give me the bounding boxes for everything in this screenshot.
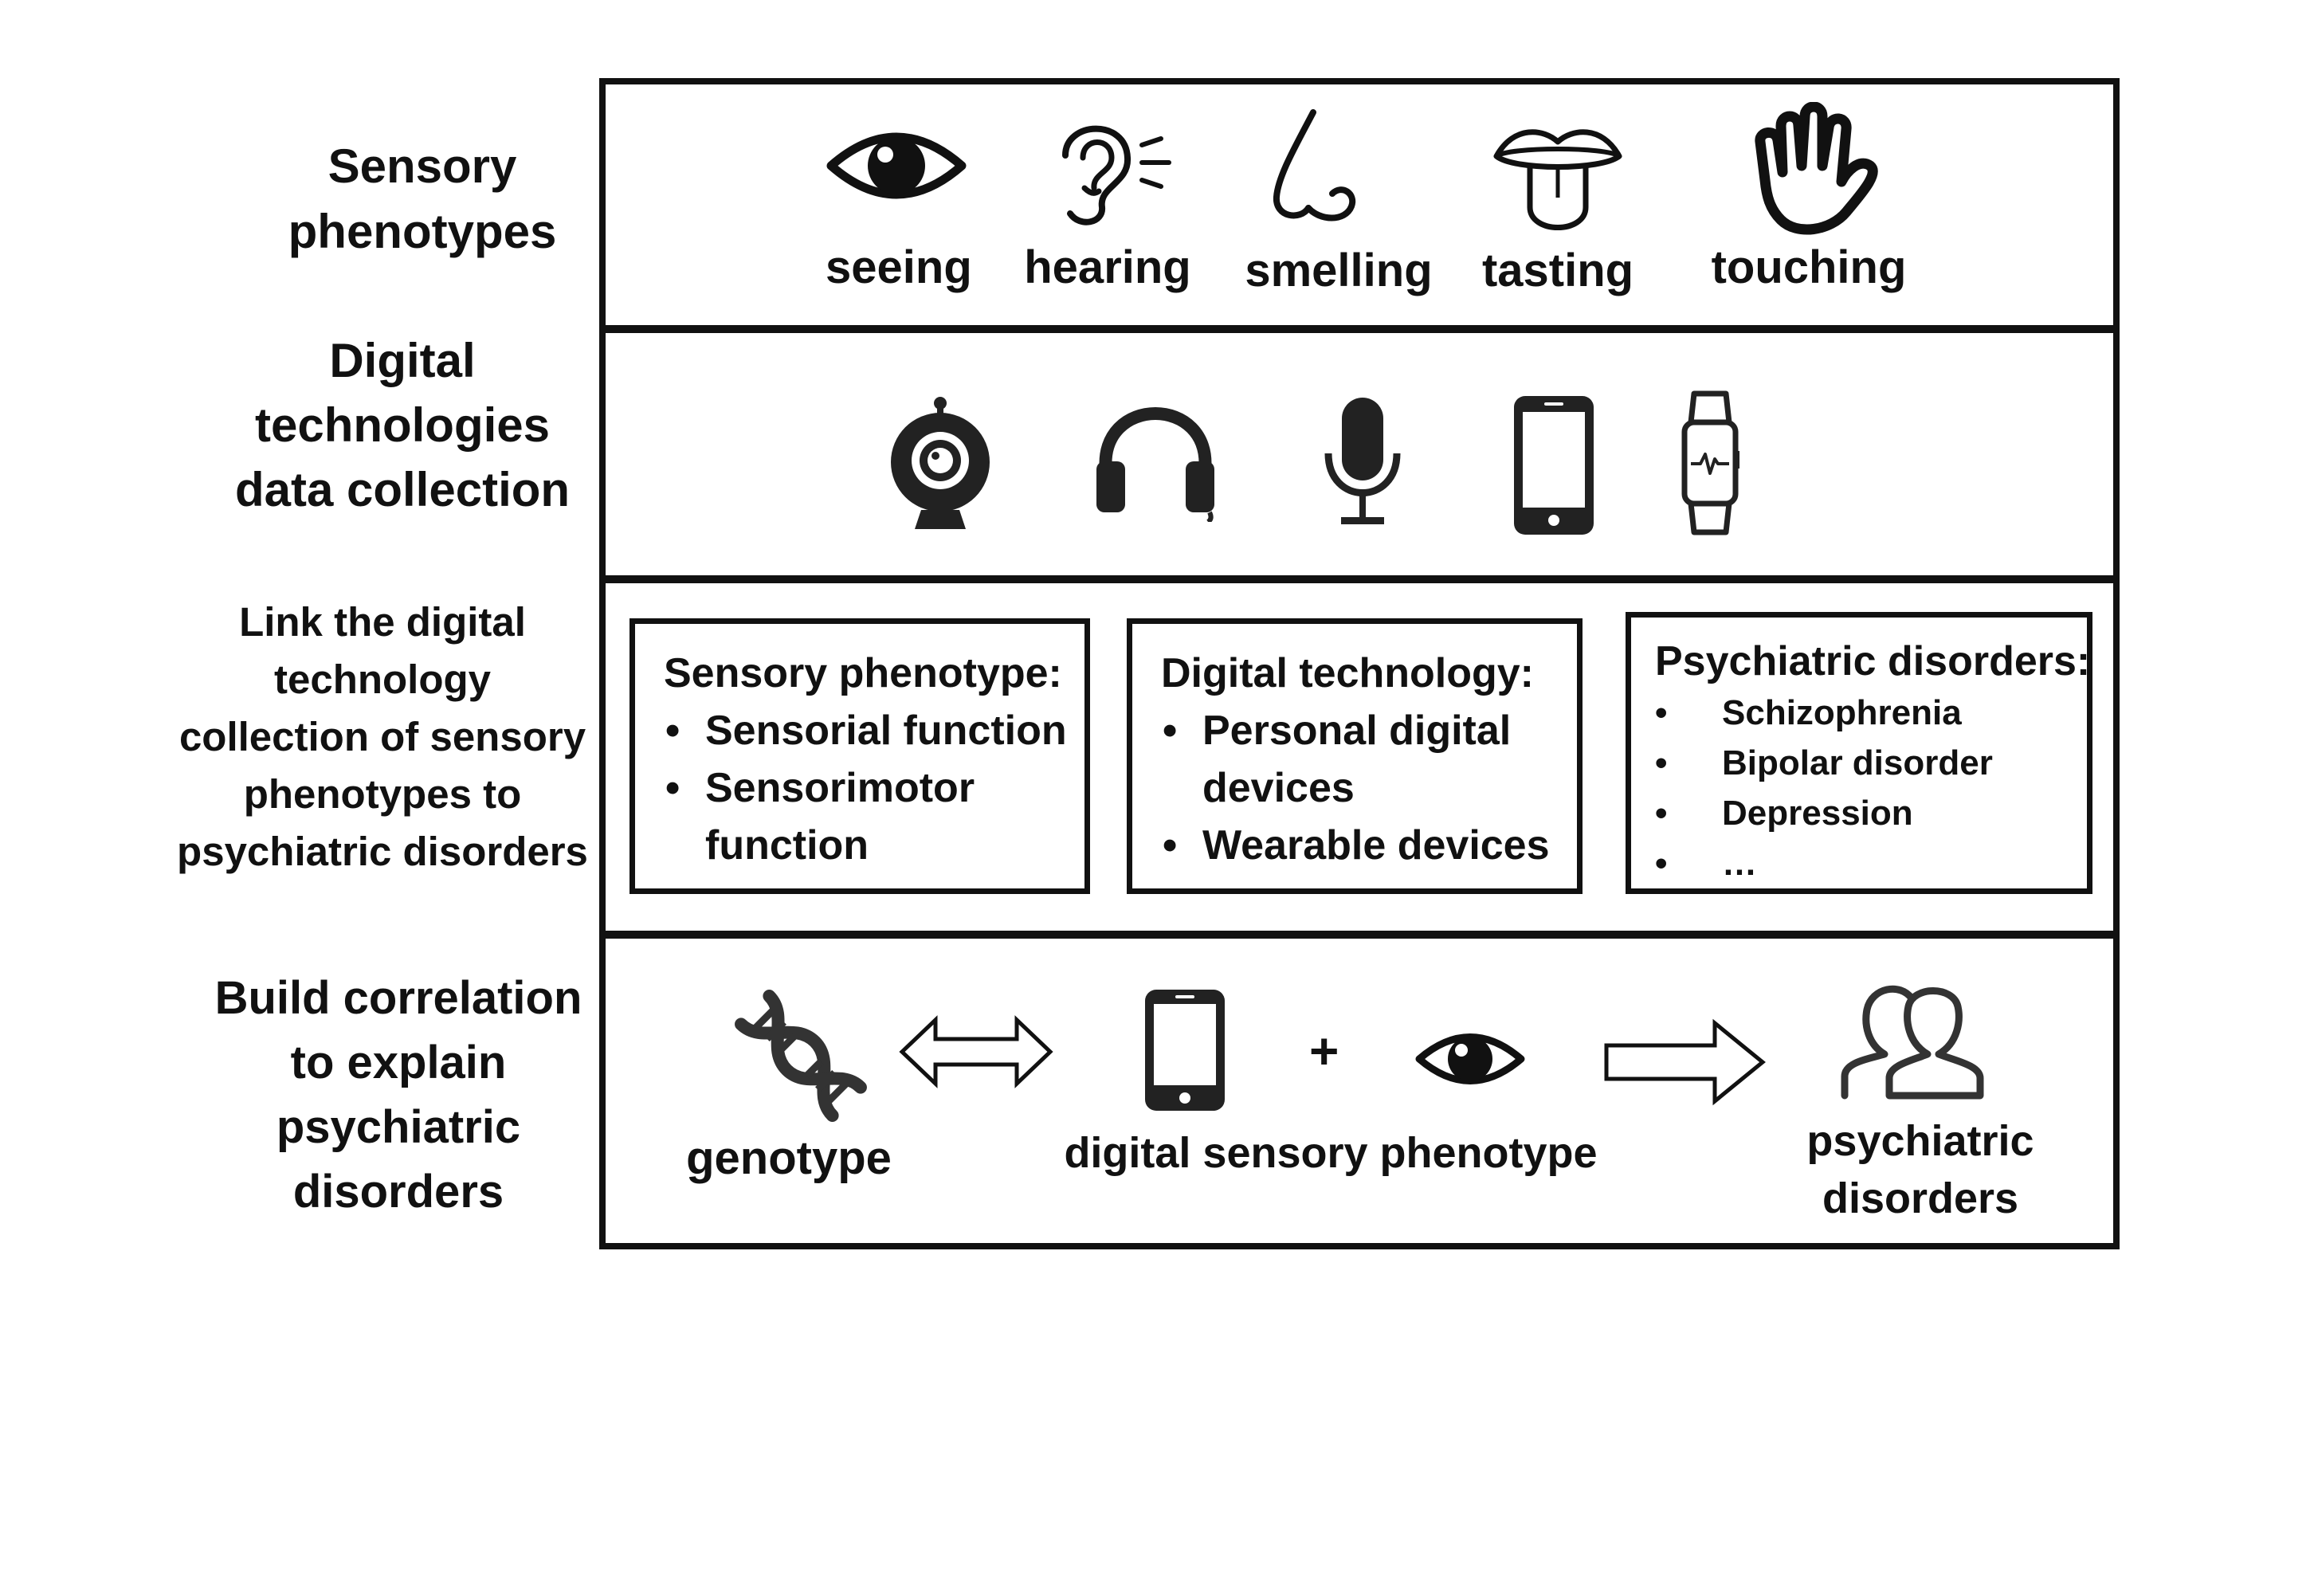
box-sensory-phenotype: Sensory phenotype: Sensorial function Se… xyxy=(629,618,1090,894)
row-label-link: Link the digital technology collection o… xyxy=(177,599,588,874)
nose-icon xyxy=(1273,109,1356,222)
sense-label-smelling: smelling xyxy=(1245,245,1433,296)
right-arrow-icon xyxy=(1604,1018,1766,1106)
plus-sign: + xyxy=(1309,1022,1339,1080)
list-item: … xyxy=(1655,838,2087,888)
box-title-digital-technology: Digital technology: xyxy=(1161,650,1534,696)
list-item: Bipolar disorder xyxy=(1655,738,2087,788)
list-sensory-phenotype: Sensorial function Sensorimotor function xyxy=(664,702,1084,874)
people-icon xyxy=(1841,985,1984,1100)
list-item: Personal digital devices xyxy=(1161,702,1537,817)
double-arrow-icon xyxy=(899,1015,1053,1088)
hand-icon xyxy=(1755,102,1878,235)
dna-icon xyxy=(735,990,867,1122)
eye-icon xyxy=(826,132,967,199)
list-psychiatric-disorders: Schizophrenia Bipolar disorder Depressio… xyxy=(1655,688,2087,888)
sense-label-hearing: hearing xyxy=(1024,241,1191,293)
list-item: Schizophrenia xyxy=(1655,688,2087,738)
row-label-build-correlation: Build correlation to explain psychiatric… xyxy=(214,972,582,1218)
ear-icon xyxy=(1062,125,1171,225)
genotype-label: genotype xyxy=(686,1132,892,1184)
sense-label-touching: touching xyxy=(1711,241,1907,293)
webcam-icon xyxy=(891,397,990,529)
headphones-icon xyxy=(1096,407,1214,522)
list-item: Sensorial function xyxy=(664,702,1084,759)
sense-label-tasting: tasting xyxy=(1481,245,1634,296)
box-psychiatric-disorders: Psychiatric disorders: Schizophrenia Bip… xyxy=(1626,612,2092,894)
sense-label-seeing: seeing xyxy=(826,241,972,293)
box-digital-technology: Digital technology: Personal digital dev… xyxy=(1127,618,1583,894)
smartwatch-icon xyxy=(1681,390,1739,535)
row-label-digital-technologies: Digital technologies data collection xyxy=(234,334,571,516)
list-digital-technology: Personal digital devices Wearable device… xyxy=(1161,702,1577,874)
panel-correlation xyxy=(599,932,2120,1249)
box-title-sensory-phenotype: Sensory phenotype: xyxy=(664,650,1062,696)
list-item: Sensorimotor function xyxy=(664,759,975,874)
psychiatric-disorders-label: psychiatric disorders xyxy=(1806,1117,2034,1222)
box-title-psychiatric-disorders: Psychiatric disorders: xyxy=(1655,638,2091,684)
smartphone-icon xyxy=(1145,990,1225,1111)
microphone-icon xyxy=(1324,398,1401,524)
list-item: Wearable devices xyxy=(1161,817,1577,874)
row-label-sensory-phenotypes: Sensory phenotypes xyxy=(288,139,557,258)
smartphone-icon xyxy=(1514,396,1594,535)
mouth-tongue-icon xyxy=(1493,129,1622,230)
list-item: Depression xyxy=(1655,788,2087,838)
digital-sensory-phenotype-label: digital sensory phenotype xyxy=(1064,1129,1598,1177)
eye-icon xyxy=(1415,1033,1525,1084)
